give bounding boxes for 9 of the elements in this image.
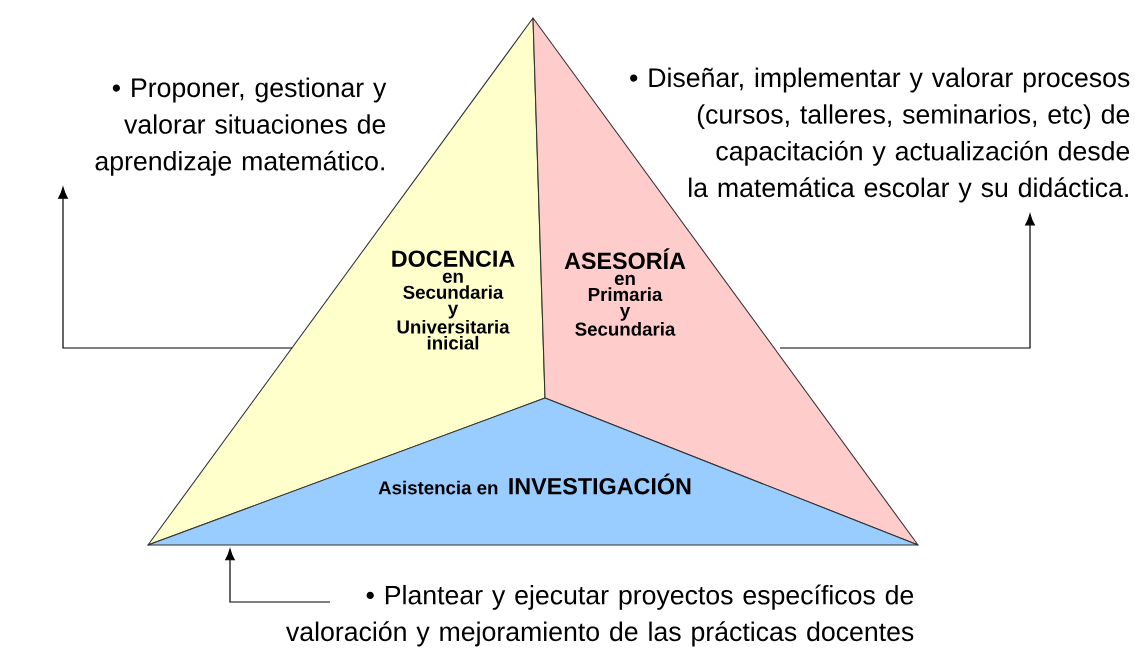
bullet-text: • Proponer, gestionar y valorar situaciones de aprendizaje matemático. <box>95 77 387 176</box>
elbow-arrow <box>779 213 1035 349</box>
region-label: DOCENCIA en Secundaria y Universitaria inicial <box>392 250 515 350</box>
bullet-text: • Plantear y ejecutar proyectos específicos de valoración y mejoramiento de las prácticas docentes <box>286 584 914 647</box>
region-label: Asistencia en INVESTIGACIÓN <box>378 473 691 495</box>
region-label: ASESORÍA en Primaria y Secundaria <box>564 248 686 336</box>
elbow-arrow <box>58 187 293 349</box>
bullet-text: • Diseñar, implementar y valorar procesos (cursos, talleres, seminarios, etc) de capacitación y actualización desde la matemática escolar y su didáctica. <box>630 67 1130 203</box>
elbow-arrow <box>225 548 331 603</box>
